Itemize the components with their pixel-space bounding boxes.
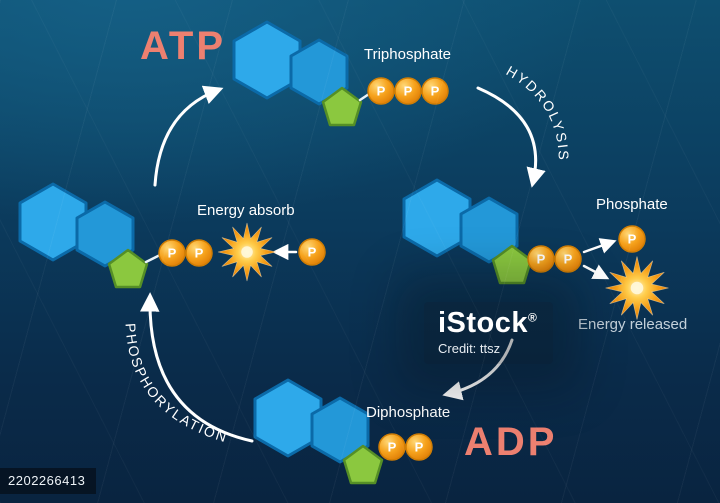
atp-molecule (232, 20, 363, 127)
phosphate-bead: P (527, 245, 555, 273)
arrow-release-energy (582, 264, 610, 280)
bond-connectors (144, 92, 371, 264)
svg-text:P: P (431, 84, 440, 99)
svg-text:P: P (388, 440, 397, 455)
arrow-hydrolysis (476, 86, 546, 188)
phosphate-bead: P (554, 245, 582, 273)
arrow-to-atp (153, 85, 224, 187)
free-phosphate-bead: P (618, 225, 646, 253)
phosphorylation-label: PHOSPHORYLATION (123, 323, 231, 446)
triphosphate-label: Triphosphate (364, 46, 451, 63)
cycle-arrows (140, 85, 546, 443)
arrow-phosphorylation (140, 292, 254, 443)
phosphate-bead: P (421, 77, 449, 105)
svg-text:P: P (404, 84, 413, 99)
svg-text:P: P (628, 232, 637, 247)
phosphate-bead: P (158, 239, 186, 267)
energy-absorb-label: Energy absorb (197, 202, 295, 219)
diphosphate-label: Diphosphate (366, 404, 451, 421)
triphosphate-chain: P P P (367, 77, 449, 105)
adp-molecule (253, 378, 384, 485)
arrow-release-phosphate (582, 238, 617, 254)
istock-brand: iStock® (438, 307, 538, 339)
arrow-to-adp (442, 338, 514, 401)
svg-text:P: P (377, 84, 386, 99)
free-phosphate-bead: P (298, 238, 326, 266)
phosphate-bead: P (378, 433, 406, 461)
svg-text:P: P (537, 252, 546, 267)
phosphate-bead: P (185, 239, 213, 267)
istock-watermark: iStock® Credit: ttsz (424, 302, 554, 365)
energy-released-label: Energy released (578, 316, 688, 333)
phosphorylation-chain: P P P (158, 238, 326, 267)
registered-mark: ® (528, 310, 538, 325)
phosphate-transfer-arrows (272, 238, 617, 280)
hydrolysis-product-molecule (402, 178, 533, 285)
phosphate-bead: P (394, 77, 422, 105)
atp-title: ATP (140, 24, 227, 68)
phosphate-bead: P (367, 77, 395, 105)
image-id-badge: 2202266413 (0, 468, 97, 494)
svg-text:P: P (195, 246, 204, 261)
phosphate-bead: P (405, 433, 433, 461)
phosphate-label: Phosphate (596, 196, 668, 213)
hydrolysis-chain: P P P (527, 225, 646, 273)
adp-title: ADP (464, 420, 558, 464)
energy-absorb-burst-icon (217, 222, 277, 282)
energy-released-burst-icon (605, 256, 669, 320)
istock-credit: Credit: ttsz (438, 341, 501, 357)
phosphorylation-molecule (18, 182, 149, 289)
svg-text:P: P (308, 245, 317, 260)
diphosphate-chain: P P (378, 433, 433, 461)
svg-text:P: P (415, 440, 424, 455)
svg-text:P: P (564, 252, 573, 267)
svg-text:P: P (168, 246, 177, 261)
